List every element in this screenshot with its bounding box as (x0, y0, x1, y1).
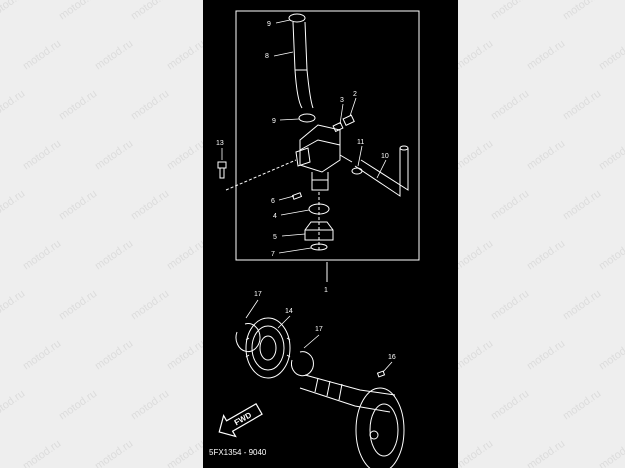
assembly-frame (235, 10, 420, 261)
hose-clip-top (288, 13, 306, 23)
callout-16: 16 (388, 354, 396, 361)
callout-10: 10 (381, 153, 389, 160)
callout-6: 6 (271, 198, 275, 205)
callout-9-lower: 9 (272, 118, 276, 125)
clip-11 (351, 167, 363, 175)
washer-3 (332, 121, 344, 133)
callout-8: 8 (265, 53, 269, 60)
hose-10 (354, 148, 409, 197)
callout-7: 7 (271, 251, 275, 258)
o-ring-4 (308, 203, 330, 215)
callout-3: 3 (340, 97, 344, 104)
callout-2: 2 (353, 91, 357, 98)
pin-16 (376, 370, 386, 378)
callout-4: 4 (273, 213, 277, 220)
fwd-arrow-icon: FWD (218, 402, 263, 438)
callout-17-right: 17 (315, 326, 323, 333)
circlip-17-right (290, 351, 314, 377)
diagram-panel (203, 0, 458, 468)
callout-5: 5 (273, 234, 277, 241)
callout-13: 13 (216, 140, 224, 147)
figure-code: 5FX1354 - 9040 (209, 448, 267, 457)
washer-7 (310, 243, 328, 251)
bolt-13 (217, 161, 227, 179)
callout-17-left: 17 (254, 291, 262, 298)
drive-disk (355, 387, 405, 468)
callout-9-top: 9 (267, 21, 271, 28)
hose-clip-lower (298, 113, 316, 123)
part-6 (291, 192, 303, 200)
screw-2 (342, 114, 355, 126)
callout-11: 11 (357, 139, 364, 146)
callout-1: 1 (324, 287, 328, 294)
drive-shaft (299, 374, 396, 413)
callout-14: 14 (285, 308, 293, 315)
fuel-cock-stem (311, 172, 329, 191)
gear-14 (245, 317, 291, 379)
